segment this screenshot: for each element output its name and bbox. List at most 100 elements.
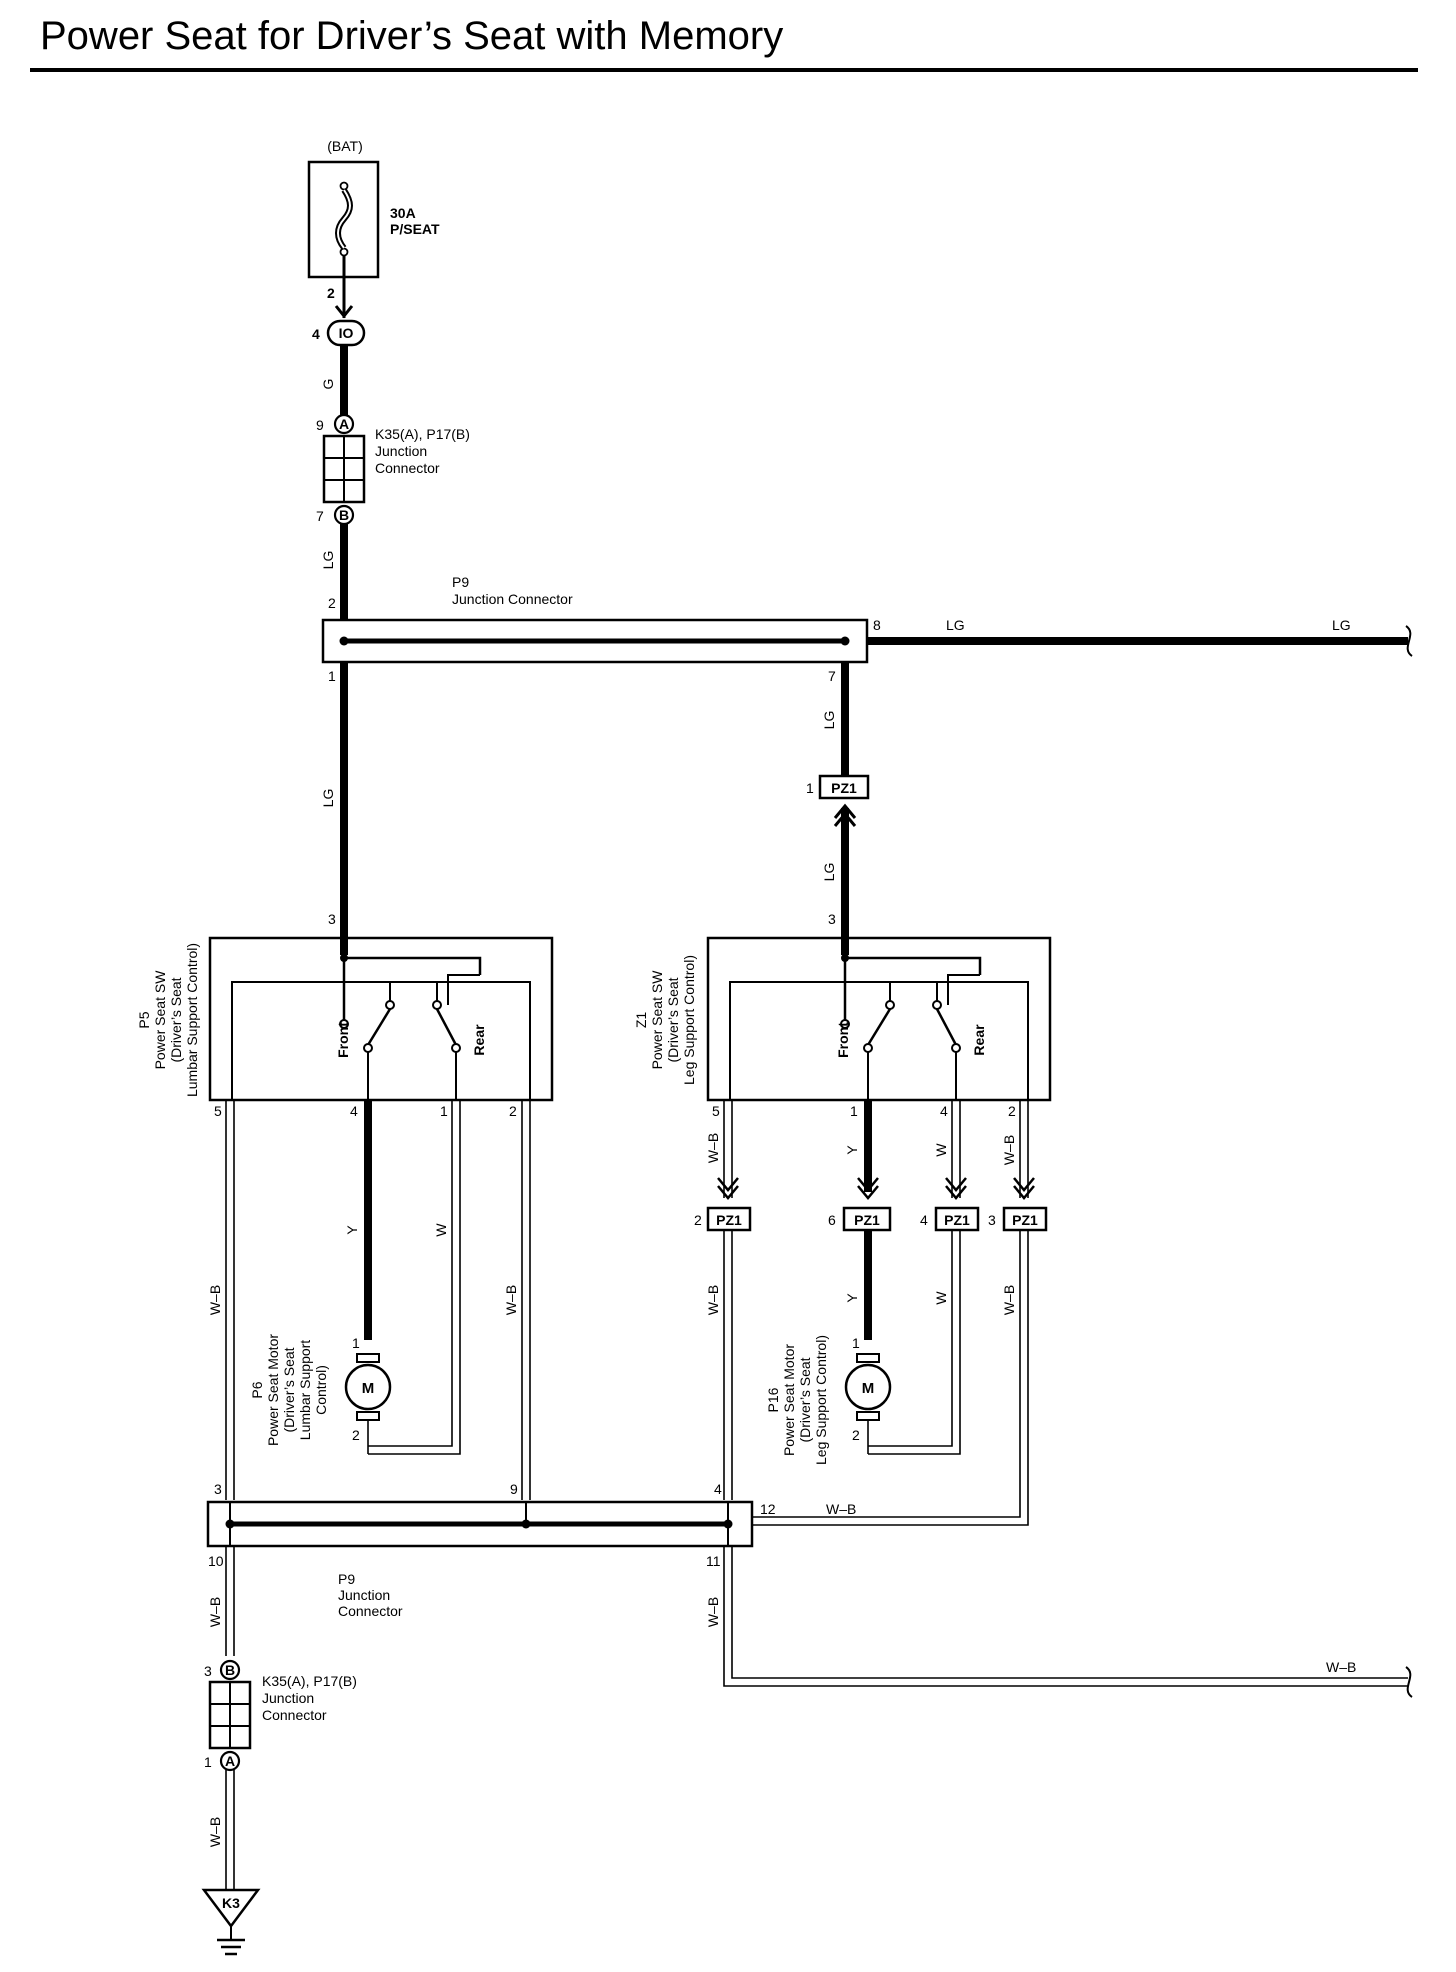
- p5-pin-5: 5: [214, 1103, 222, 1119]
- pz1-connector-2: 2 PZ1: [694, 1206, 752, 1232]
- wire-lg-label-2: LG: [320, 789, 336, 808]
- wire-wb-label-8: W–B: [705, 1597, 721, 1627]
- z1-pin-2: 2: [1008, 1103, 1016, 1119]
- wire-wb-label-7: W–B: [826, 1501, 856, 1517]
- p16-pin-2: 2: [852, 1427, 860, 1443]
- wire-wb-label-2: W–B: [503, 1285, 519, 1315]
- pin-b-top: B: [339, 507, 349, 523]
- page-title: Power Seat for Driver’s Seat with Memory: [40, 14, 784, 58]
- wire-wb-p5-pin5: [225, 1100, 235, 1500]
- z1-line2: Power Seat SW: [649, 970, 665, 1070]
- p9b-pin-10: 10: [208, 1553, 224, 1569]
- pin-7: 7: [316, 508, 324, 524]
- p16-motor: 1 M 2 P16 Power Seat Motor (Driver’s Sea…: [765, 1335, 892, 1465]
- pin-3-p5: 3: [328, 911, 336, 927]
- z1-pin-4: 4: [940, 1103, 948, 1119]
- wire-wb-pz1-3: [752, 1230, 1029, 1526]
- wire-w-label-3: W: [933, 1291, 949, 1305]
- p9b-pin-9: 9: [510, 1481, 518, 1497]
- z1-pin-5: 5: [712, 1103, 720, 1119]
- io-connector: 4 IO: [312, 319, 366, 347]
- p16-line3: (Driver’s Seat: [797, 1357, 813, 1442]
- wire-g-label: G: [320, 379, 336, 390]
- pz1-connector-3: 3 PZ1: [988, 1206, 1048, 1232]
- pz1-pin-1: 1: [806, 780, 814, 796]
- p9b-id: P9: [338, 1571, 355, 1587]
- z1-line1: Z1: [633, 1012, 649, 1029]
- wire-w-label-2: W: [933, 1143, 949, 1157]
- p9b-line1: Junction: [338, 1587, 390, 1603]
- p9-junction-top: P9 Junction Connector 8 1 7: [321, 574, 881, 684]
- p5-pin-2: 2: [509, 1103, 517, 1119]
- pz1-pin-3: 3: [988, 1212, 996, 1228]
- z1-rear-label: Rear: [971, 1024, 987, 1056]
- wire-lg-label-1: LG: [320, 551, 336, 570]
- ground-k3: K3: [201, 1888, 261, 1956]
- wire-wb-z1-pin2-upper: [1013, 1100, 1035, 1200]
- wire-lg-label-3: LG: [821, 711, 837, 730]
- wire-w-label-1: W: [433, 1223, 449, 1237]
- pz1-label-3: PZ1: [1012, 1212, 1038, 1228]
- wire-wb-label-1: W–B: [207, 1285, 223, 1315]
- wire-wb-label-5: W–B: [705, 1285, 721, 1315]
- p6-line4: Lumbar Support: [297, 1340, 313, 1441]
- p5-pin-4: 4: [350, 1103, 358, 1119]
- io-label: IO: [339, 325, 354, 341]
- p9b-pin-11: 11: [706, 1553, 721, 1569]
- p5-pin-1: 1: [440, 1103, 448, 1119]
- pin-9: 9: [316, 417, 324, 433]
- jc-top-line2: Connector: [375, 460, 440, 476]
- bat-label: (BAT): [327, 138, 363, 154]
- p16-motor-symbol: M: [862, 1380, 875, 1397]
- z1-pin-1: 1: [850, 1103, 858, 1119]
- wire-wb-label-9: W–B: [1326, 1659, 1356, 1675]
- p9b-pin-3: 3: [214, 1481, 222, 1497]
- ground-label: K3: [222, 1895, 240, 1911]
- jcb-id: K35(A), P17(B): [262, 1673, 357, 1689]
- jcb-line1: Junction: [262, 1690, 314, 1706]
- pin-7-p9: 7: [828, 668, 836, 684]
- p5-line1: P5: [136, 1011, 152, 1028]
- jcb-pin-3: 3: [204, 1663, 212, 1679]
- p16-line2: Power Seat Motor: [781, 1344, 797, 1456]
- pz1-label-4: PZ1: [944, 1212, 970, 1228]
- pin-2-fuse: 2: [327, 285, 335, 301]
- pz1-connector-6: 6 PZ1: [828, 1206, 892, 1232]
- z1-line4: Leg Support Control): [681, 955, 697, 1085]
- p6-pin-1: 1: [352, 1335, 360, 1351]
- wire-lg-label-4: LG: [821, 863, 837, 882]
- p6-line5: Control): [313, 1365, 329, 1415]
- p16-line1: P16: [765, 1387, 781, 1412]
- wire-wb-label-6: W–B: [1001, 1285, 1017, 1315]
- fuse-30a-pseat: (BAT) 30A P/SEAT: [307, 138, 440, 279]
- pin-2-p9: 2: [328, 595, 336, 611]
- wire-w-z1-lower: [868, 1230, 961, 1455]
- fuse-rating: 30A: [390, 205, 416, 221]
- p6-pin-2: 2: [352, 1427, 360, 1443]
- wire-wb-z1-pin5: [717, 1100, 739, 1200]
- wire-wb-p9-pin10: [225, 1546, 235, 1656]
- wire-wb-p5-pin2: [521, 1100, 531, 1500]
- wire-y-label-1: Y: [344, 1225, 360, 1235]
- pz1-pin-4: 4: [920, 1212, 928, 1228]
- p5-front-label: Front: [335, 1022, 351, 1058]
- junction-connector-top: 9 A B 7 K35(A), P17(B) Junction Connecto…: [316, 413, 470, 526]
- wire-lg-label-right1: LG: [946, 617, 965, 633]
- p9b-line2: Connector: [338, 1603, 403, 1619]
- pz1-pin-2: 2: [694, 1212, 702, 1228]
- p6-line3: (Driver’s Seat: [281, 1347, 297, 1432]
- pz1-label-1: PZ1: [831, 780, 857, 796]
- jc-top-line1: Junction: [375, 443, 427, 459]
- jcb-line2: Connector: [262, 1707, 327, 1723]
- junction-connector-bottom: 3 B A 1 K35(A), P17(B) Junction Connecto…: [204, 1659, 357, 1772]
- wire-wb-ground: [225, 1770, 235, 1890]
- p9-junction-bottom: 3 9 4 12 W–B 10 11 P9 Junction Connector: [206, 1481, 856, 1619]
- wire-y-label-2: Y: [844, 1145, 860, 1155]
- z1-front-label: Front: [835, 1022, 851, 1058]
- wire-wb-label-3: W–B: [705, 1133, 721, 1163]
- pin-1-p9: 1: [328, 668, 336, 684]
- wire-wb-label-11: W–B: [207, 1817, 223, 1847]
- fuse-name: P/SEAT: [390, 221, 440, 237]
- jcb-pin-b: B: [225, 1662, 235, 1678]
